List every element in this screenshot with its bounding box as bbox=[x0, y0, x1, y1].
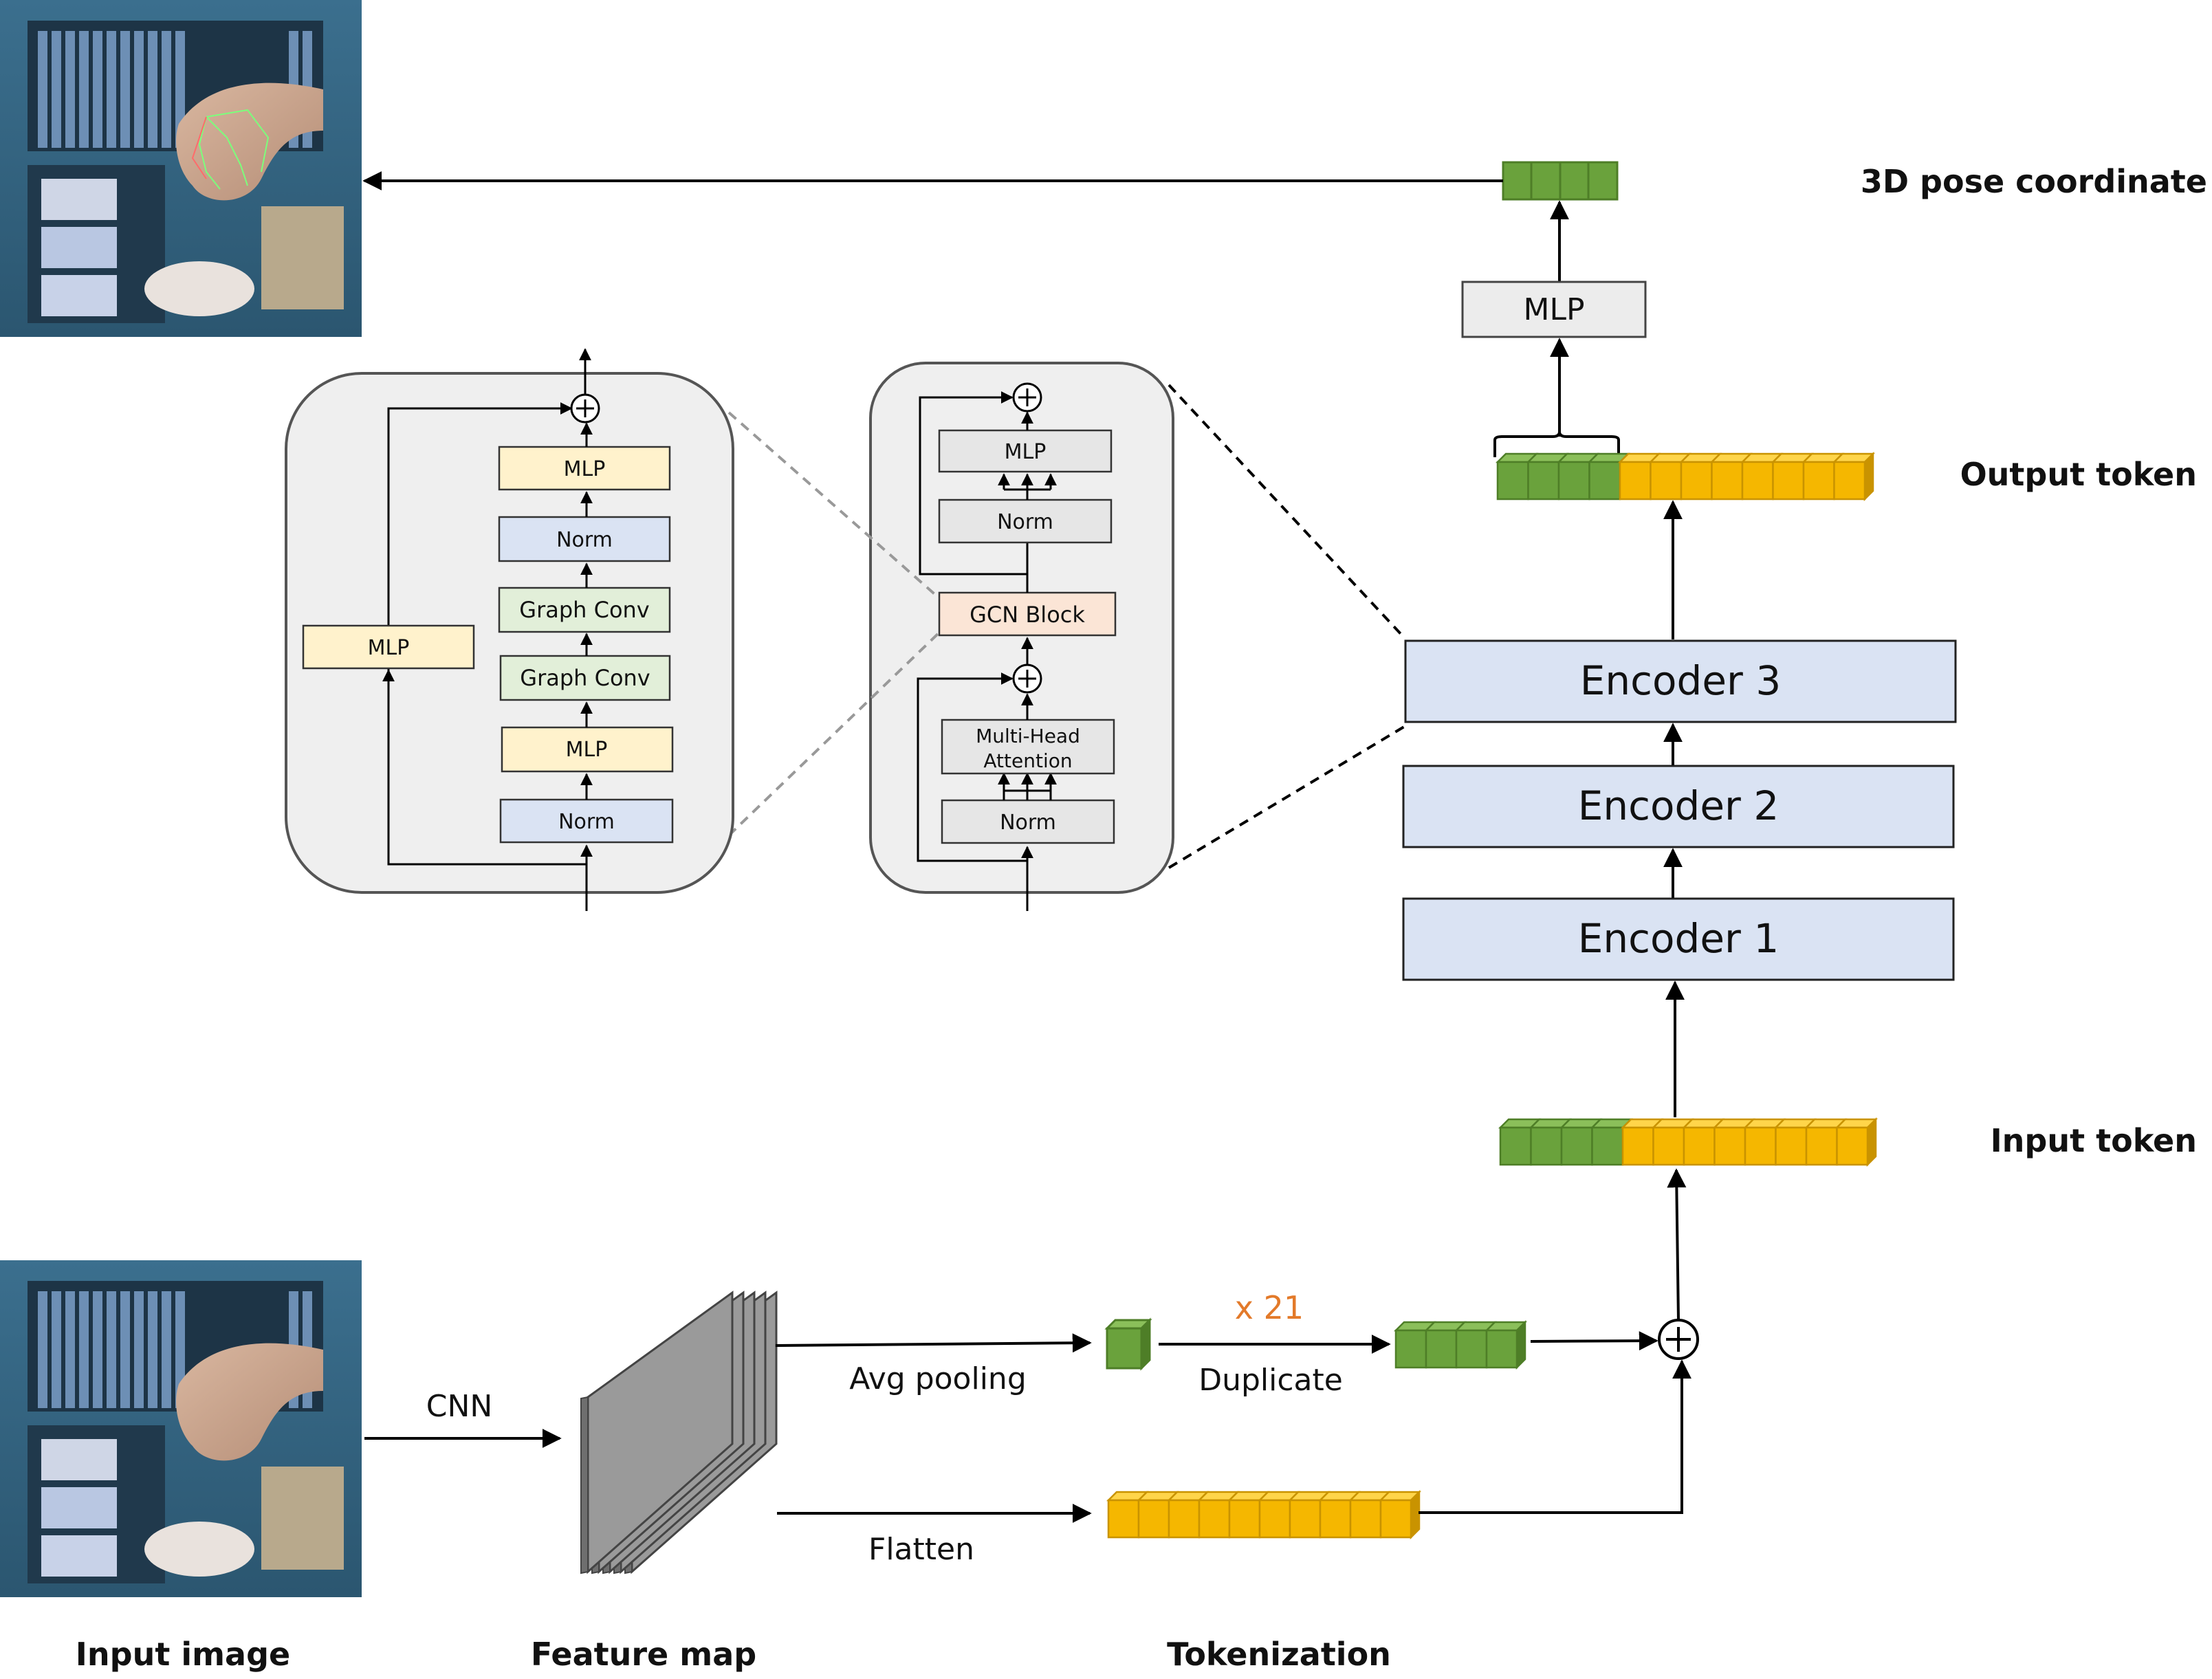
feature-map-layer bbox=[580, 1291, 734, 1574]
sum-node-main bbox=[1658, 1319, 1699, 1360]
pose-coordinate-label: 3D pose coordinate bbox=[1861, 163, 2207, 200]
output-token-brace bbox=[1493, 431, 1620, 457]
encoder-2-label: Encoder 2 bbox=[1578, 782, 1779, 829]
input-token-cell bbox=[1773, 1118, 1817, 1166]
duplicated-token-cell bbox=[1454, 1321, 1498, 1369]
output-token-label: Output token bbox=[1960, 456, 2197, 493]
input-token-cell bbox=[1712, 1118, 1756, 1166]
zoom-line-encoder-top bbox=[1168, 384, 1404, 637]
input-token-cell bbox=[1529, 1118, 1573, 1166]
enc-detail-attention-line1: Multi-Head bbox=[976, 725, 1080, 747]
gcn-detail-norm-bottom: Norm bbox=[558, 810, 615, 834]
enc-detail-attention-line2: Attention bbox=[983, 749, 1072, 772]
duplicated-token-cell bbox=[1423, 1321, 1467, 1369]
output-token-cell bbox=[1832, 451, 1876, 502]
gcn-detail-mlp-side: MLP bbox=[368, 636, 410, 660]
flattened-token-cell bbox=[1378, 1489, 1422, 1540]
encoder-1-label: Encoder 1 bbox=[1578, 915, 1779, 962]
gcn-detail-graph-conv-1: Graph Conv bbox=[519, 597, 649, 623]
output-token-cell bbox=[1495, 452, 1539, 501]
input-token-cell bbox=[1559, 1118, 1603, 1166]
duplicated-joint-tokens bbox=[1393, 1319, 1528, 1370]
output-token-cell bbox=[1526, 452, 1570, 501]
input-token-cell bbox=[1498, 1118, 1542, 1166]
pooled-single-token bbox=[1104, 1317, 1152, 1371]
gcn-detail-graph-conv-2-box bbox=[499, 655, 671, 701]
input-token-cell bbox=[1620, 1118, 1664, 1166]
enc-detail-mlp-box bbox=[938, 429, 1113, 473]
encoder-3: Encoder 3 bbox=[1404, 639, 1957, 723]
avg-pooling-label: Avg pooling bbox=[849, 1361, 1027, 1396]
enc-detail-norm-top-box bbox=[938, 498, 1113, 544]
gcn-detail-sum bbox=[570, 393, 600, 424]
gcn-detail-norm-bottom-box bbox=[499, 798, 674, 844]
feature-map-label: Feature map bbox=[531, 1636, 756, 1673]
arrow-sum-to-input-token bbox=[1667, 1168, 1687, 1321]
encoder-2: Encoder 2 bbox=[1402, 765, 1955, 848]
encoder-3-label: Encoder 3 bbox=[1580, 657, 1781, 704]
arrow-avg-pooling bbox=[775, 1333, 1092, 1353]
enc-detail-norm-bottom: Norm bbox=[1000, 811, 1056, 835]
zoom-line-gcn-top bbox=[727, 411, 941, 600]
input-token-cell bbox=[1835, 1117, 1879, 1167]
enc-detail-mlp: MLP bbox=[1005, 440, 1047, 464]
input-image-label: Input image bbox=[76, 1636, 290, 1673]
flatten-label: Flatten bbox=[868, 1532, 974, 1567]
input-token-cell bbox=[1804, 1118, 1848, 1166]
output-token bbox=[1495, 451, 1876, 502]
enc-detail-skip-top bbox=[919, 391, 1027, 575]
tokenization-label: Tokenization bbox=[1167, 1636, 1391, 1673]
flattened-token-cell bbox=[1136, 1491, 1180, 1539]
enc-detail-sum-upper bbox=[1012, 382, 1042, 413]
head-mlp-box bbox=[1461, 281, 1647, 338]
duplicate-label: Duplicate bbox=[1198, 1363, 1343, 1398]
flattened-token-cell bbox=[1166, 1491, 1210, 1539]
gcn-detail-graph-conv-1-box bbox=[498, 586, 671, 633]
flattened-token-cell bbox=[1317, 1491, 1361, 1539]
times-label: x 21 bbox=[1235, 1289, 1304, 1326]
input-token bbox=[1498, 1117, 1879, 1167]
flattened-tokens bbox=[1106, 1489, 1422, 1540]
enc-detail-norm-top: Norm bbox=[997, 510, 1053, 534]
output-token-cell bbox=[1648, 452, 1692, 501]
output-token-cell bbox=[1740, 452, 1784, 501]
enc-detail-sum-lower bbox=[1012, 663, 1042, 694]
duplicated-token-cell bbox=[1484, 1319, 1528, 1370]
enc-detail-gcn-block-box bbox=[938, 591, 1117, 637]
gcn-detail-norm-top: Norm bbox=[556, 528, 613, 552]
feature-map bbox=[580, 1291, 778, 1574]
duplicated-token-cell bbox=[1393, 1321, 1437, 1369]
cnn-label: CNN bbox=[426, 1389, 493, 1424]
gcn-detail-mlp-side-box bbox=[302, 624, 475, 670]
pose-coordinate-token bbox=[1502, 161, 1619, 201]
gcn-detail-mlp-bottom-box bbox=[501, 726, 674, 773]
output-hand-photo bbox=[0, 0, 362, 337]
output-token-cell bbox=[1587, 452, 1631, 501]
input-token-cell bbox=[1681, 1118, 1725, 1166]
input-hand-photo bbox=[0, 1260, 362, 1597]
gcn-detail-mlp-top-box bbox=[498, 446, 671, 491]
enc-detail-gcn-block: GCN Block bbox=[970, 602, 1085, 628]
encoder-1: Encoder 1 bbox=[1402, 897, 1955, 981]
flattened-token-cell bbox=[1227, 1491, 1271, 1539]
zoom-line-encoder-bottom bbox=[1168, 723, 1409, 869]
enc-detail-skip-bottom bbox=[917, 672, 1027, 862]
input-token-cell bbox=[1590, 1118, 1634, 1166]
input-token-label: Input token bbox=[1991, 1122, 2197, 1159]
arrow-flatten-to-sum bbox=[1419, 1359, 1691, 1514]
gcn-detail-mlp-bottom: MLP bbox=[566, 738, 608, 762]
gcn-detail-mlp-top: MLP bbox=[564, 457, 606, 481]
enc-detail-attention-box bbox=[941, 718, 1115, 775]
gcn-detail-graph-conv-2: Graph Conv bbox=[520, 665, 650, 691]
gcn-detail-norm-top-box bbox=[498, 516, 671, 562]
head-mlp-label: MLP bbox=[1523, 292, 1584, 327]
